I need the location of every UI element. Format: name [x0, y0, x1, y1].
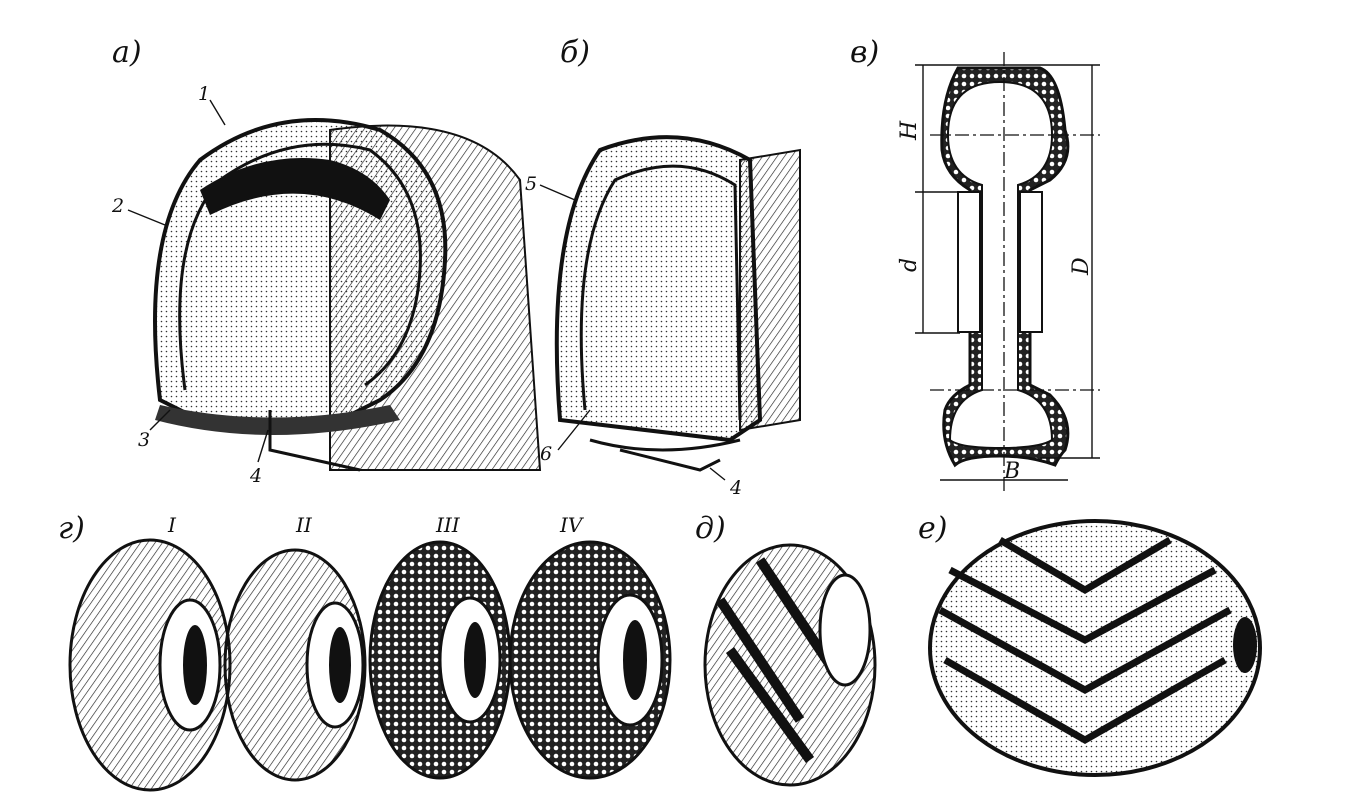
- tire-III-label: III: [435, 513, 461, 537]
- tire-I-label: I: [167, 513, 177, 537]
- rim: [155, 405, 400, 435]
- callout-4: 4: [249, 465, 262, 487]
- leader-line: [149, 409, 171, 431]
- callout-6: 6: [540, 443, 552, 465]
- panel-e-wide-profile-tire: е): [918, 511, 1262, 777]
- dimension-D-label: D: [1069, 257, 1094, 276]
- valve: [619, 448, 721, 472]
- bead-right: [1019, 191, 1043, 333]
- panel-a-label: а): [112, 35, 142, 70]
- tire-II-label: II: [295, 513, 313, 537]
- panel-v-label: в): [850, 35, 879, 70]
- panel-b-tubeless-tire: б) 5 6 4: [525, 35, 801, 499]
- leader-line: [709, 467, 726, 481]
- leader-line: [557, 409, 591, 451]
- panel-e-label: е): [918, 511, 947, 546]
- sealing-layer: [579, 164, 742, 421]
- callout-2: 2: [111, 195, 124, 217]
- tire-III: [368, 540, 512, 780]
- tire-casing-section: [554, 135, 763, 443]
- leader-line: [209, 99, 226, 126]
- dimension-d-label: d: [897, 258, 922, 272]
- dimension-B-label: B: [1003, 459, 1020, 484]
- panel-a-tire-with-tube: а) 1 2 3 4: [111, 35, 542, 487]
- panel-g-label: г): [58, 511, 85, 546]
- leader-line: [127, 209, 166, 226]
- bead-left: [957, 191, 981, 333]
- panel-g-tread-types: г) I II III IV: [58, 511, 672, 792]
- tire-cavity: [946, 80, 1054, 450]
- callout-1: 1: [198, 83, 210, 105]
- valve-stem: [268, 410, 361, 472]
- tire-II: [223, 548, 367, 782]
- rim: [589, 438, 741, 452]
- callout-4b: 4: [729, 477, 742, 499]
- leader-line: [257, 429, 269, 463]
- tire-I: [68, 538, 232, 792]
- panel-d-label: д): [695, 511, 726, 546]
- panel-v-cross-section: в) H d D B: [850, 35, 1100, 495]
- dimension-H-label: H: [897, 120, 922, 141]
- tire-IV: [508, 540, 672, 780]
- callout-5: 5: [525, 173, 537, 195]
- tire-IV-label: IV: [559, 513, 585, 537]
- leader-line: [539, 184, 576, 201]
- inner-tube: [178, 142, 422, 391]
- panel-d-arched-tire: д): [695, 511, 877, 787]
- chevron-tread: [938, 536, 1232, 745]
- callout-3: 3: [138, 429, 150, 451]
- panel-b-label: б): [560, 35, 590, 70]
- tube-shadow: [200, 158, 390, 220]
